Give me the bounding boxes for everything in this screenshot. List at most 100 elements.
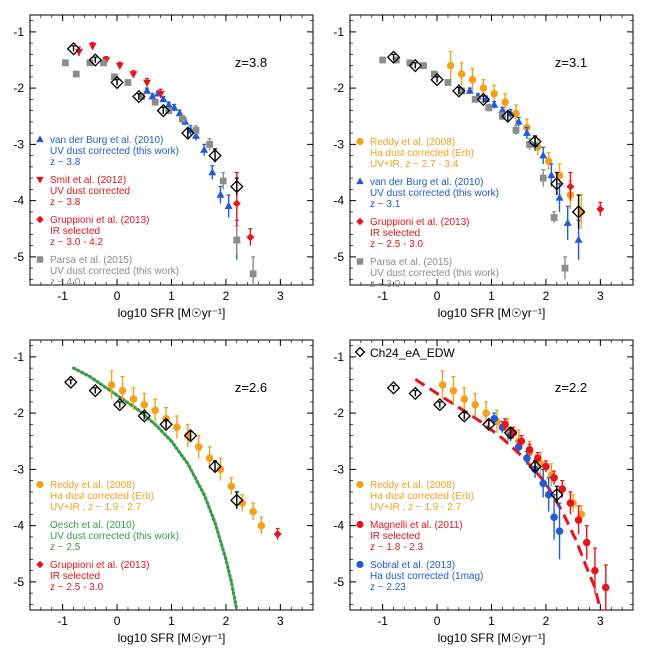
data-point (465, 86, 474, 94)
redshift-label: z=2.2 (555, 380, 587, 395)
data-point (64, 375, 78, 389)
data-point (208, 148, 222, 163)
data-point (563, 218, 572, 226)
y-tick-label: -4 (13, 519, 24, 533)
data-point (115, 62, 124, 71)
data-point (430, 72, 444, 87)
data-point (156, 90, 165, 99)
data-point (88, 43, 97, 51)
legend-title: Ch24_eA_EDW (370, 346, 455, 360)
x-tick-label: 0 (434, 289, 441, 303)
redshift-label: z=3.8 (235, 55, 267, 70)
legend-text: Ha dust corrected (Erb) (370, 148, 474, 159)
legend-text: Parsa et al. (2015) (50, 255, 132, 266)
legend-text: Smit et al. (2012) (50, 175, 126, 186)
x-tick-label: -1 (377, 614, 388, 628)
data-point (490, 89, 499, 98)
y-tick-label: -3 (13, 137, 24, 151)
y-tick-label: -4 (13, 194, 24, 208)
data-point (208, 168, 217, 176)
data-layer (386, 370, 610, 610)
data-point (273, 530, 282, 539)
data-point (224, 201, 233, 210)
legend-marker (356, 480, 364, 489)
legend-marker (356, 217, 364, 226)
series-circle (107, 370, 266, 535)
data-point (191, 131, 200, 139)
data-point (558, 485, 567, 493)
data-point (566, 182, 575, 191)
data-point (178, 115, 186, 123)
data-point (574, 235, 583, 243)
legend-marker (36, 480, 44, 489)
y-tick-label: -2 (333, 406, 344, 420)
x-tick-label: -1 (57, 614, 68, 628)
data-point (596, 205, 605, 214)
data-point (555, 193, 564, 201)
data-point (379, 56, 387, 64)
data-point (257, 521, 266, 530)
legend-text: z ~ 2.23 (370, 582, 406, 593)
legend-text: IR selected (50, 571, 100, 582)
data-point (230, 493, 244, 508)
series-tri-up (465, 86, 583, 260)
x-tick-label: 1 (488, 614, 495, 628)
legend-text: z ~ 3.1 (370, 199, 401, 210)
data-point (433, 397, 447, 412)
legend-marker (356, 520, 364, 529)
legend-text: z ~ 2.5 (50, 542, 81, 553)
legend-text: Magnelli et al. (2011) (370, 520, 463, 531)
y-tick-label: -3 (13, 462, 24, 476)
data-point (100, 59, 107, 67)
data-point (582, 538, 591, 547)
data-point (523, 454, 531, 462)
data-point (498, 106, 507, 114)
data-point (468, 75, 477, 84)
y-tick-label: -5 (333, 250, 344, 264)
model-curve (414, 378, 602, 610)
data-point (159, 417, 173, 432)
data-point (408, 58, 423, 73)
data-point (591, 566, 599, 575)
legend-text: IR selected (370, 228, 420, 239)
legend-text: van der Burg et al. (2010) (50, 135, 163, 146)
data-point (550, 177, 564, 191)
data-point (110, 75, 124, 90)
data-point (566, 499, 575, 507)
data-point (517, 437, 526, 446)
redshift-label: z=2.6 (235, 380, 267, 395)
data-point (66, 42, 81, 56)
x-tick-label: 0 (434, 614, 441, 628)
x-tick-label: 3 (277, 289, 284, 303)
data-point (458, 87, 465, 95)
y-tick-label: -5 (13, 250, 24, 264)
legend-text: Ha dust corrected (Erb) (370, 491, 474, 502)
legend-marker (36, 256, 44, 263)
data-point (555, 527, 564, 536)
data-point (151, 98, 159, 106)
data-point (132, 89, 146, 104)
data-point (61, 59, 69, 67)
data-point (503, 426, 518, 440)
data-point (230, 179, 244, 194)
data-point (140, 400, 149, 409)
data-point (601, 583, 610, 592)
data-point (227, 482, 236, 491)
legend-text: van der Burg et al. (2010) (370, 177, 483, 188)
data-point (173, 423, 181, 431)
y-tick-label: -2 (333, 81, 344, 95)
x-tick-label: 1 (488, 289, 495, 303)
data-point (110, 73, 118, 81)
data-point (444, 79, 452, 86)
y-tick-label: -2 (13, 81, 24, 95)
data-point (88, 53, 103, 67)
legend-marker (356, 258, 364, 265)
series-diamond (273, 527, 282, 540)
legend: van der Burg et al. (2010)UV dust correc… (36, 135, 179, 288)
data-point (156, 103, 171, 118)
data-point (138, 93, 145, 100)
data-point (550, 214, 558, 221)
legend-title-marker (354, 346, 366, 358)
